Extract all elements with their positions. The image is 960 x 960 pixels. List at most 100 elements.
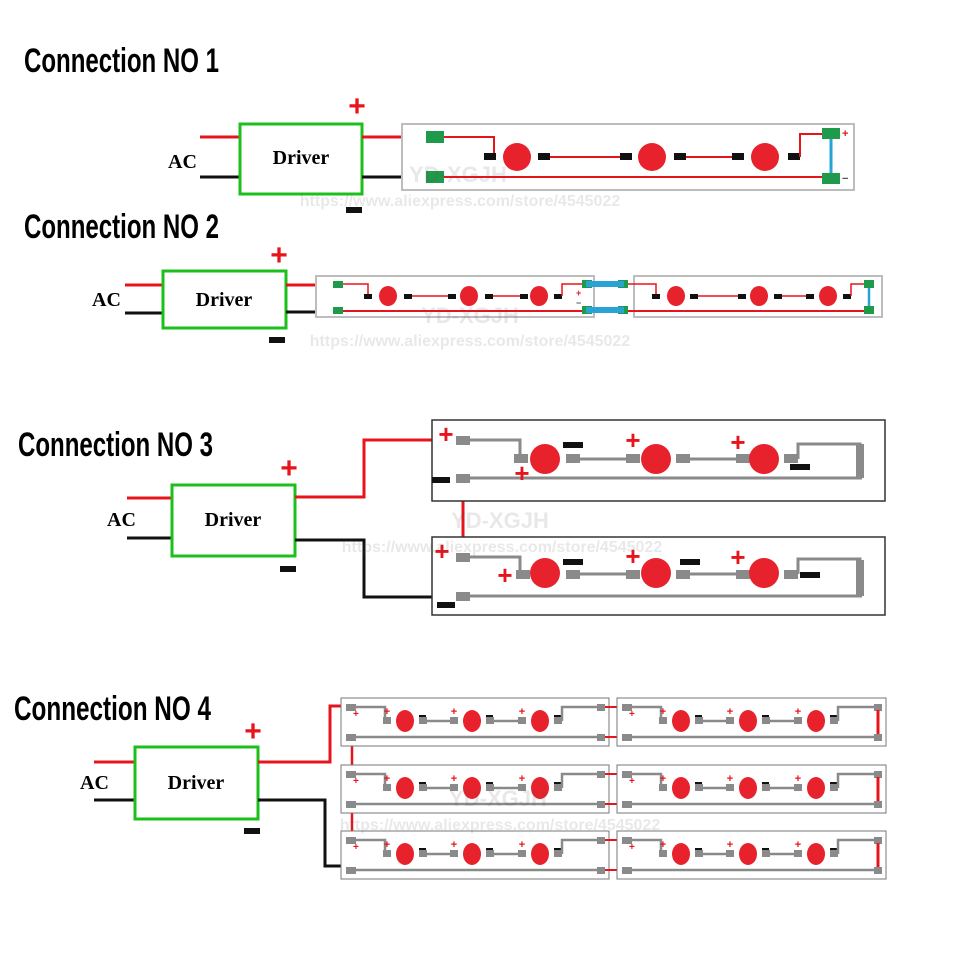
led [530, 286, 548, 306]
negative-sign [554, 848, 561, 850]
negative-sign [563, 559, 583, 565]
end-pad [874, 867, 882, 874]
led [530, 558, 560, 588]
board-plus: + [629, 776, 635, 787]
positive-sign: + [795, 839, 801, 851]
led [463, 710, 481, 732]
led-pad [484, 153, 496, 160]
solder-pad [333, 307, 343, 314]
negative-sign [680, 559, 700, 565]
positive-sign: + [451, 773, 457, 785]
led-pad [736, 570, 750, 579]
led-pad [659, 850, 667, 857]
end-pad [856, 444, 864, 478]
led-pad [695, 717, 703, 724]
led-pad [554, 717, 562, 724]
section-title: Connection NO 4 [14, 690, 211, 728]
trace-end [799, 133, 822, 157]
end-pad [864, 280, 874, 288]
led-pad [843, 294, 851, 299]
led-pad [448, 294, 456, 299]
positive-sign: + [730, 427, 745, 457]
led-pad [514, 454, 528, 463]
connection-3: Connection NO 3 AC Driver + + + + + [18, 419, 886, 616]
solder-pad [426, 171, 444, 183]
watermark-url: https://www.aliexpress.com/store/4545022 [340, 817, 661, 834]
solder-pad [622, 771, 632, 778]
led-pad [554, 294, 562, 299]
section-title: Connection NO 3 [18, 426, 213, 464]
led-pad [450, 717, 458, 724]
watermark: YD-XGJH https://www.aliexpress.com/store… [300, 162, 663, 834]
led-pad [830, 850, 838, 857]
driver-box [161, 269, 288, 330]
trace-end [560, 838, 597, 854]
led [739, 710, 757, 732]
led-pad [830, 717, 838, 724]
led-pad [419, 717, 427, 724]
end-pad [856, 560, 864, 596]
positive-sign: + [280, 452, 298, 485]
end-pad [874, 837, 882, 844]
led-pad [736, 454, 750, 463]
led-pad [784, 454, 798, 463]
end-pad [597, 771, 605, 778]
led [396, 777, 414, 799]
positive-sign: + [727, 839, 733, 851]
solder-pad [622, 837, 632, 844]
driver-label: Driver [273, 147, 330, 169]
led [641, 558, 671, 588]
negative-sign [419, 848, 426, 850]
positive-sign: + [438, 419, 453, 449]
led-pad [794, 784, 802, 791]
led-pad [659, 784, 667, 791]
trace-positive [632, 772, 663, 786]
driver-box [238, 122, 364, 196]
led [672, 843, 690, 865]
connector-jumper [586, 307, 624, 313]
end-pad [597, 734, 605, 741]
led [530, 444, 560, 474]
led [819, 286, 837, 306]
led [807, 710, 825, 732]
negative-sign [830, 848, 837, 850]
led-pad [620, 153, 632, 160]
board-plus: + [576, 288, 581, 298]
led-pad [659, 717, 667, 724]
solder-pad [426, 131, 444, 143]
positive-sign: + [451, 839, 457, 851]
solder-pad [622, 704, 632, 711]
board-plus: + [353, 842, 359, 853]
led-pad [554, 850, 562, 857]
solder-pad [333, 281, 343, 288]
watermark-url: https://www.aliexpress.com/store/4545022 [300, 193, 621, 210]
led-pad [690, 294, 698, 299]
positive-sign: + [384, 773, 390, 785]
positive-sign: + [497, 560, 512, 590]
solder-pad [456, 553, 470, 562]
trace-positive [356, 705, 387, 719]
board-plus: + [629, 709, 635, 720]
trace-positive [343, 283, 369, 296]
led [463, 777, 481, 799]
solder-pad [346, 837, 356, 844]
connection-2: Connection NO 2 AC Driver + + − [24, 208, 883, 343]
end-pad [597, 704, 605, 711]
trace-end [560, 705, 597, 721]
led-pad [732, 153, 744, 160]
negative-sign [563, 442, 583, 448]
led-pad [726, 850, 734, 857]
negative-sign [830, 715, 837, 717]
solder-pad [456, 436, 470, 445]
led-pad [566, 454, 580, 463]
positive-sign: + [514, 458, 529, 488]
negative-sign [762, 715, 769, 717]
positive-sign: + [244, 715, 262, 748]
led-pad [762, 850, 770, 857]
led-pad [554, 784, 562, 791]
solder-pad [346, 867, 356, 874]
end-pad [874, 734, 882, 741]
positive-sign: + [730, 542, 745, 572]
negative-sign [762, 782, 769, 784]
led-pad [774, 294, 782, 299]
